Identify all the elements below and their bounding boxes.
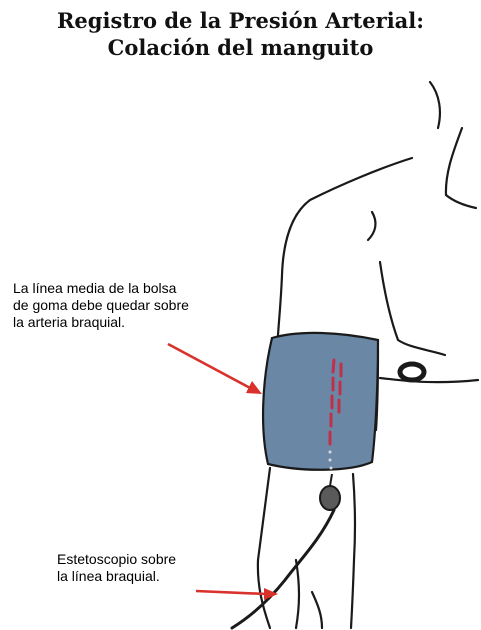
nipple-outline [400,364,424,380]
shoulder-outline [278,158,412,335]
stethoscope-chestpiece [320,474,340,510]
arrow-to-stethoscope [196,588,278,600]
arm-inner-below [351,474,355,628]
caption-cuff: La línea media de la bolsa de goma debe … [13,280,263,331]
arrow-to-cuff [168,344,262,394]
shoulder-curve [446,195,476,208]
elbow-detail [312,592,322,628]
elbow-crease [296,560,299,628]
caption-stethoscope: Estetoscopio sobre la línea braquial. [57,551,227,585]
caption-cuff-line: La línea media de la bolsa [13,280,263,297]
shoulder-crease [368,212,375,240]
torso-right [380,378,478,382]
chest-line [380,262,445,355]
blood-pressure-cuff [263,333,378,470]
head-outline [430,82,440,128]
caption-stethoscope-line: la línea braquial. [57,568,227,585]
neck-outline [446,128,462,195]
caption-cuff-line: de goma debe quedar sobre [13,297,263,314]
caption-stethoscope-line: Estetoscopio sobre [57,551,227,568]
caption-cuff-line: la arteria braquial. [13,314,263,331]
